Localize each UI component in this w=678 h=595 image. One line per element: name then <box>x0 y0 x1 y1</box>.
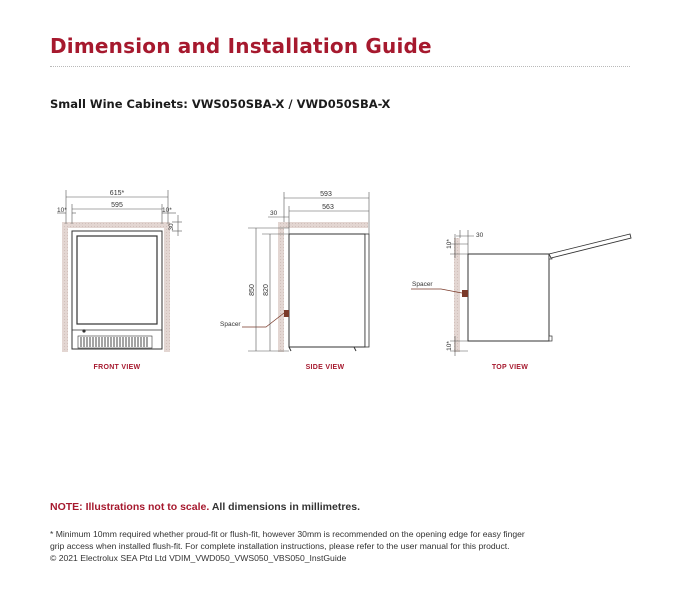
front-vent-grille <box>77 335 153 349</box>
top-view: Spacer 30 10* 10* <box>411 230 632 356</box>
footnote-copyright: © 2021 Electrolux SEA Ptd Ltd VDIM_VWD05… <box>50 553 347 563</box>
top-door-open <box>548 233 632 259</box>
footnote-line-1: * Minimum 10mm required whether proud-fi… <box>50 529 525 539</box>
scale-note-text: All dimensions in millimetres. <box>211 501 361 513</box>
side-view: Spacer 593 563 30 850 820 <box>220 191 370 352</box>
top-dimension-lines <box>450 230 474 356</box>
title-divider <box>50 66 630 67</box>
side-gap-front: 30 <box>270 210 278 217</box>
side-height-outer: 820 <box>263 284 270 296</box>
top-spacer <box>462 290 468 297</box>
top-view-label: TOP VIEW <box>491 364 529 371</box>
side-cabinet-body <box>288 233 366 348</box>
front-dimension-lines <box>57 190 182 236</box>
front-view: 615* 595 10* 10* 30 <box>57 190 182 352</box>
product-subtitle: Small Wine Cabinets: VWS050SBA-X / VWD05… <box>50 97 391 111</box>
scale-note-emphasis: NOTE: Illustrations not to scale. <box>50 501 210 513</box>
side-height-inner: 850 <box>249 284 256 296</box>
side-view-label: SIDE VIEW <box>305 364 345 371</box>
front-gap-top: 30 <box>168 223 175 231</box>
top-cabinet-body <box>467 253 550 342</box>
side-dim-inner: 563 <box>322 204 334 211</box>
side-top-wall <box>278 222 368 228</box>
footnote-line-2: grip access when installed flush-fit. Fo… <box>50 541 510 551</box>
top-gap-top: 10* <box>446 239 453 249</box>
top-gap-front: 30 <box>476 232 484 239</box>
front-gap-right: 10* <box>162 207 172 214</box>
front-view-label: FRONT VIEW <box>93 364 141 371</box>
page-title: Dimension and Installation Guide <box>50 34 432 58</box>
front-cabinet-door-glass <box>76 235 158 325</box>
side-spacer <box>284 310 289 317</box>
front-gap-left: 10* <box>57 207 67 214</box>
top-side-wall <box>454 238 460 352</box>
footnote: * Minimum 10mm required whether proud-fi… <box>50 528 650 564</box>
side-back-wall <box>278 222 284 352</box>
side-dimension-lines <box>248 192 370 352</box>
front-dim-outer: 615* <box>110 190 125 197</box>
side-spacer-label: Spacer <box>220 321 241 328</box>
control-knob-icon <box>82 329 86 333</box>
scale-note: NOTE: Illustrations not to scale. All di… <box>50 501 360 513</box>
side-cabinet-door <box>364 233 370 348</box>
front-dim-inner: 595 <box>111 202 123 209</box>
side-dim-outer: 593 <box>320 191 332 198</box>
top-gap-bottom: 10* <box>446 341 453 351</box>
top-spacer-label: Spacer <box>412 281 433 288</box>
